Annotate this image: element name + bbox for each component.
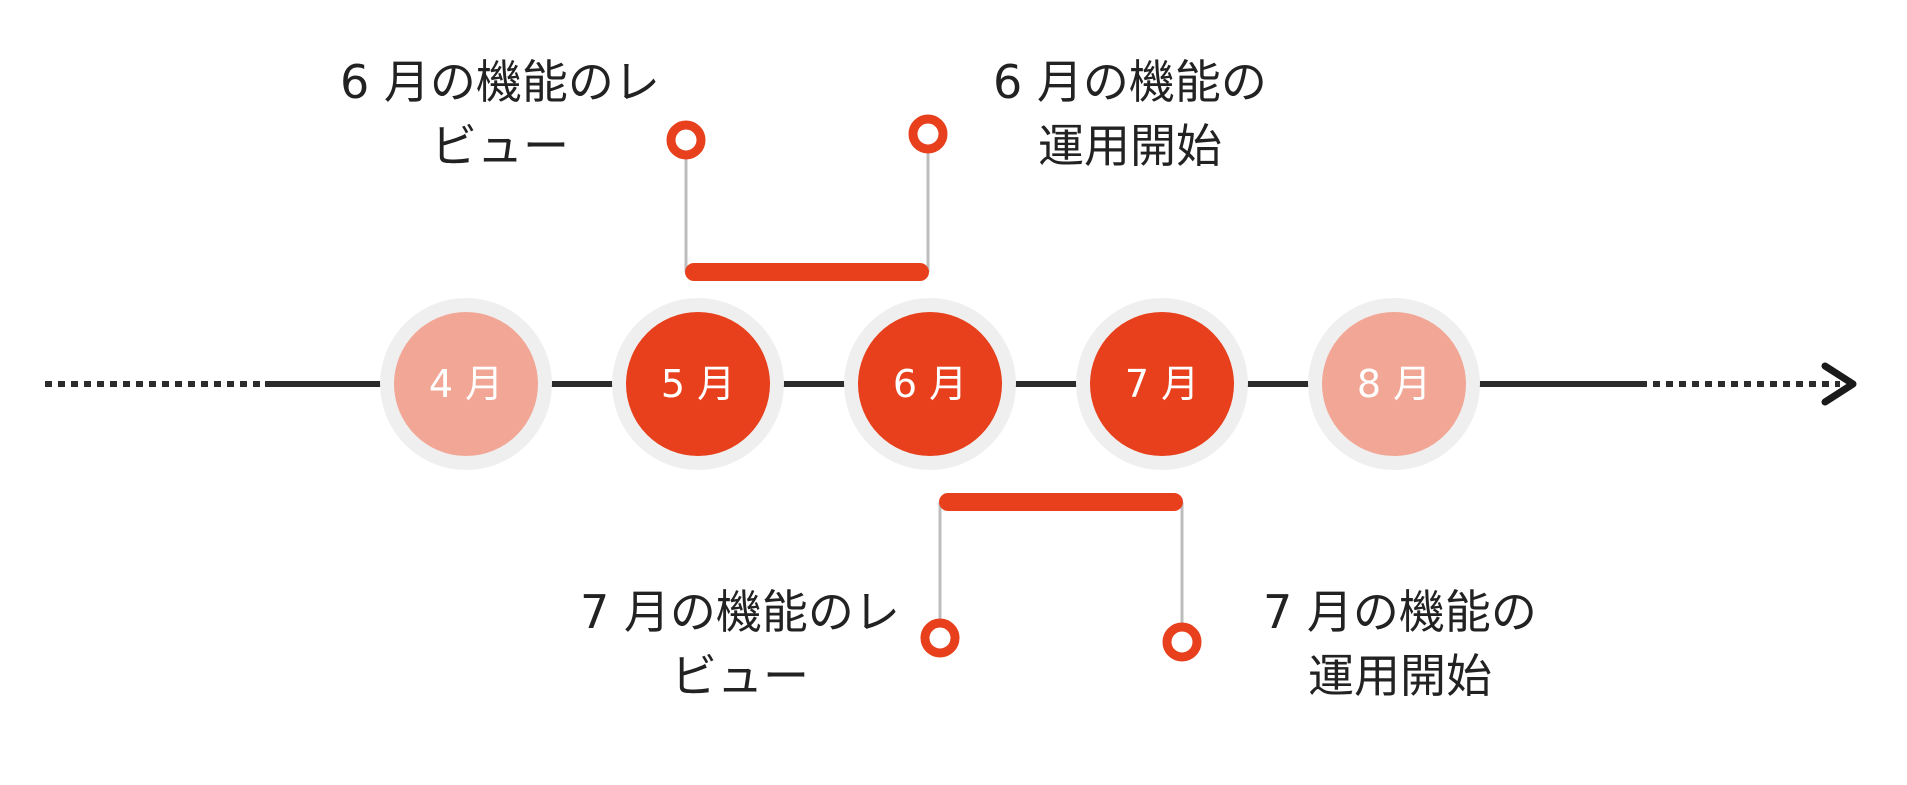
annotation-line: 運用開始 <box>1038 119 1222 173</box>
month-label: 7 月 <box>1125 362 1199 406</box>
top-right-marker-icon <box>908 114 948 154</box>
month-node-circle <box>626 312 770 456</box>
month-node-circle <box>1090 312 1234 456</box>
month-nodes: 4 月 5 月 6 月 7 月 8 月 <box>380 298 1480 470</box>
top-bracket <box>666 114 948 281</box>
month-node: 8 月 <box>1308 298 1480 470</box>
annotation-line: 6 月の機能の <box>993 55 1267 109</box>
arrow-head-icon <box>1821 362 1857 406</box>
bottom-left-annotation: 7 月の機能のレ ビュー <box>530 580 950 708</box>
month-label: 8 月 <box>1357 362 1431 406</box>
top-left-annotation: 6 月の機能のレ ビュー <box>290 50 710 178</box>
bottom-right-marker-icon <box>1162 622 1202 662</box>
month-label: 5 月 <box>661 362 735 406</box>
annotation-line: 6 月の機能のレ <box>340 55 660 109</box>
bottom-left-marker-icon <box>920 618 960 658</box>
month-node: 4 月 <box>380 298 552 470</box>
bottom-right-annotation: 7 月の機能の 運用開始 <box>1220 580 1580 708</box>
month-node-circle <box>858 312 1002 456</box>
top-left-marker-icon <box>666 120 706 160</box>
annotation-line: ビュー <box>671 649 809 703</box>
month-node: 5 月 <box>612 298 784 470</box>
annotation-line: 7 月の機能の <box>1263 585 1537 639</box>
month-node-circle <box>1322 312 1466 456</box>
bottom-bracket <box>920 493 1202 662</box>
annotation-line: ビュー <box>431 119 569 173</box>
month-node: 7 月 <box>1076 298 1248 470</box>
month-node-circle <box>394 312 538 456</box>
month-label: 6 月 <box>893 362 967 406</box>
annotation-line: 運用開始 <box>1308 649 1492 703</box>
top-right-annotation: 6 月の機能の 運用開始 <box>950 50 1310 178</box>
annotation-line: 7 月の機能のレ <box>580 585 900 639</box>
month-node: 6 月 <box>844 298 1016 470</box>
month-label: 4 月 <box>429 362 503 406</box>
